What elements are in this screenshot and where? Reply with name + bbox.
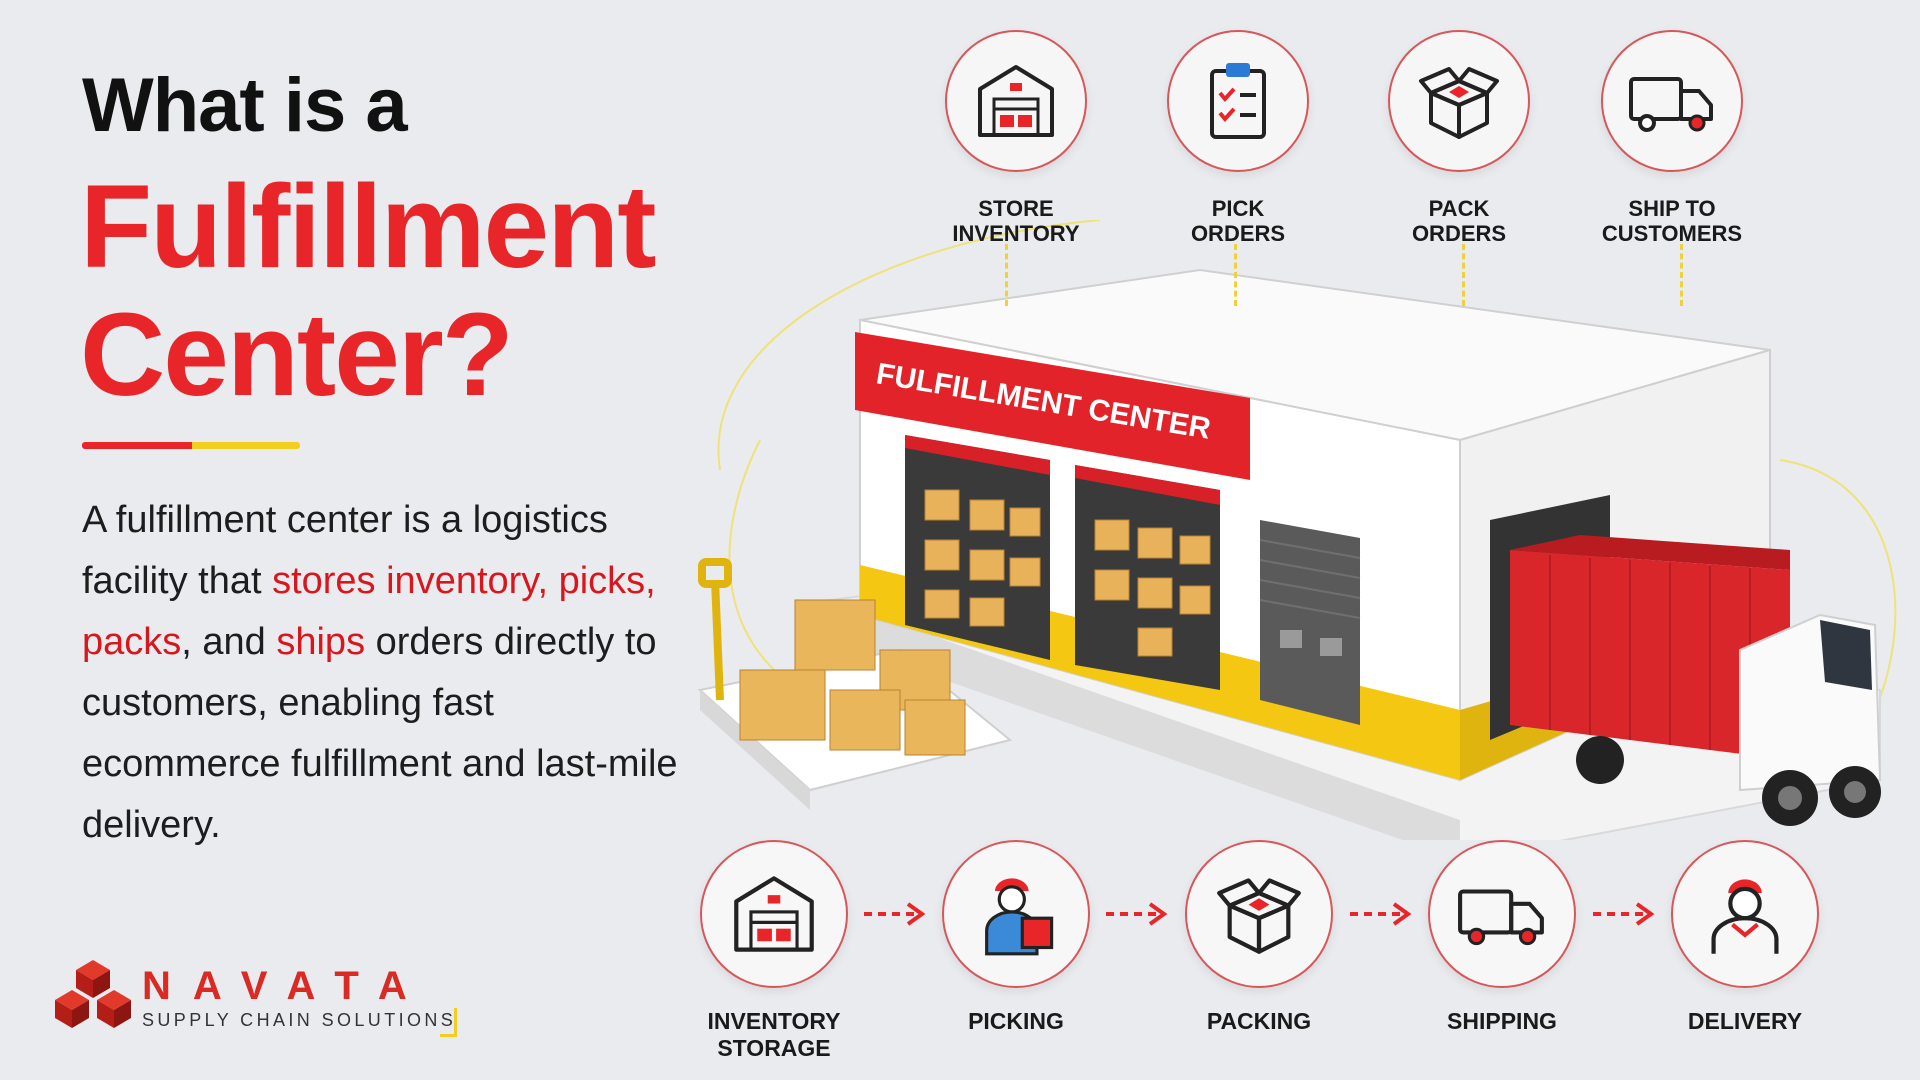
bottom-step-label-line1: INVENTORY — [707, 1008, 841, 1034]
flow-arrow-icon — [1593, 902, 1655, 926]
bottom-step-label-line1: SHIPPING — [1447, 1008, 1557, 1034]
top-step-circle — [1601, 30, 1743, 172]
title-line-2: Fulfillment — [80, 161, 657, 293]
bottom-step-circle — [942, 840, 1090, 988]
logo-cube-icon — [55, 960, 131, 1028]
description-highlight-1: stores inventory, picks, packs — [82, 560, 656, 663]
delivery-truck-icon — [1629, 77, 1713, 132]
bottom-step-picking: PICKING — [921, 840, 1111, 1035]
top-step-ship-to-customers: SHIP TO CUSTOMERS — [1597, 30, 1747, 246]
clipboard-checklist-icon — [1210, 63, 1266, 139]
description-highlight-2: ships — [276, 621, 366, 663]
top-step-label-line2: INVENTORY — [952, 221, 1080, 246]
warehouse-icon — [734, 876, 814, 952]
bottom-step-label-line1: PACKING — [1206, 1008, 1312, 1034]
bottom-step-circle — [1428, 840, 1576, 988]
top-step-circle — [1167, 30, 1309, 172]
bottom-step-label-line1: DELIVERY — [1687, 1008, 1803, 1034]
bottom-step-circle — [1671, 840, 1819, 988]
company-logo: NAVATA SUPPLY CHAIN SOLUTIONS — [48, 960, 468, 1040]
top-step-label-line1: SHIP TO — [1628, 196, 1716, 221]
warehouse-icon — [978, 65, 1054, 137]
bottom-step-shipping: SHIPPING — [1407, 840, 1597, 1035]
bottom-step-packing: PACKING — [1164, 840, 1354, 1035]
description-paragraph: A fulfillment center is a logistics faci… — [82, 490, 682, 856]
top-step-circle — [1388, 30, 1530, 172]
worker-carrying-box-icon — [985, 878, 1054, 956]
fulfillment-center-illustration: FULFILLMENT CENTER — [697, 220, 1897, 840]
connector-line — [1234, 244, 1237, 306]
top-step-store-inventory: STORE INVENTORY — [941, 30, 1091, 246]
connector-line — [1680, 244, 1683, 306]
description-text-1: A fulfillment center is a logistics faci… — [82, 499, 608, 602]
flow-arrow-icon — [1350, 902, 1412, 926]
title-line-3: Center? — [80, 289, 514, 421]
delivery-truck-icon — [1458, 889, 1544, 946]
bottom-step-label-line1: PICKING — [968, 1008, 1064, 1034]
flow-arrow-icon — [1106, 902, 1168, 926]
top-step-label-line1: PACK — [1428, 196, 1490, 221]
top-step-label-line1: PICK — [1211, 196, 1265, 221]
flow-arrow-icon — [864, 902, 926, 926]
top-step-pack-orders: PACK ORDERS — [1384, 30, 1534, 246]
description-text-3: orders directly to customers, enabling f… — [82, 621, 678, 846]
bottom-step-inventory-storage: INVENTORY STORAGE — [679, 840, 869, 1062]
title-underline — [82, 442, 300, 449]
bottom-step-circle — [700, 840, 848, 988]
connector-line — [1005, 244, 1008, 306]
delivery-person-icon — [1711, 879, 1779, 954]
top-step-label-line1: STORE — [978, 196, 1054, 221]
top-step-label-line2: ORDERS — [1411, 221, 1507, 246]
logo-tagline: SUPPLY CHAIN SOLUTIONS — [142, 1010, 457, 1030]
bottom-step-label-line2: STORAGE — [717, 1035, 831, 1061]
open-box-icon — [1419, 67, 1499, 139]
open-box-icon — [1217, 878, 1301, 954]
bottom-step-circle — [1185, 840, 1333, 988]
top-step-pick-orders: PICK ORDERS — [1163, 30, 1313, 246]
connector-line — [1462, 244, 1465, 306]
description-text-2: , and — [181, 621, 277, 663]
top-step-label-line2: ORDERS — [1190, 221, 1286, 246]
top-step-circle — [945, 30, 1087, 172]
title-line-1: What is a — [82, 63, 408, 148]
bottom-step-delivery: DELIVERY — [1650, 840, 1840, 1035]
top-step-label-line2: CUSTOMERS — [1601, 221, 1743, 246]
logo-name: NAVATA — [142, 964, 429, 1008]
